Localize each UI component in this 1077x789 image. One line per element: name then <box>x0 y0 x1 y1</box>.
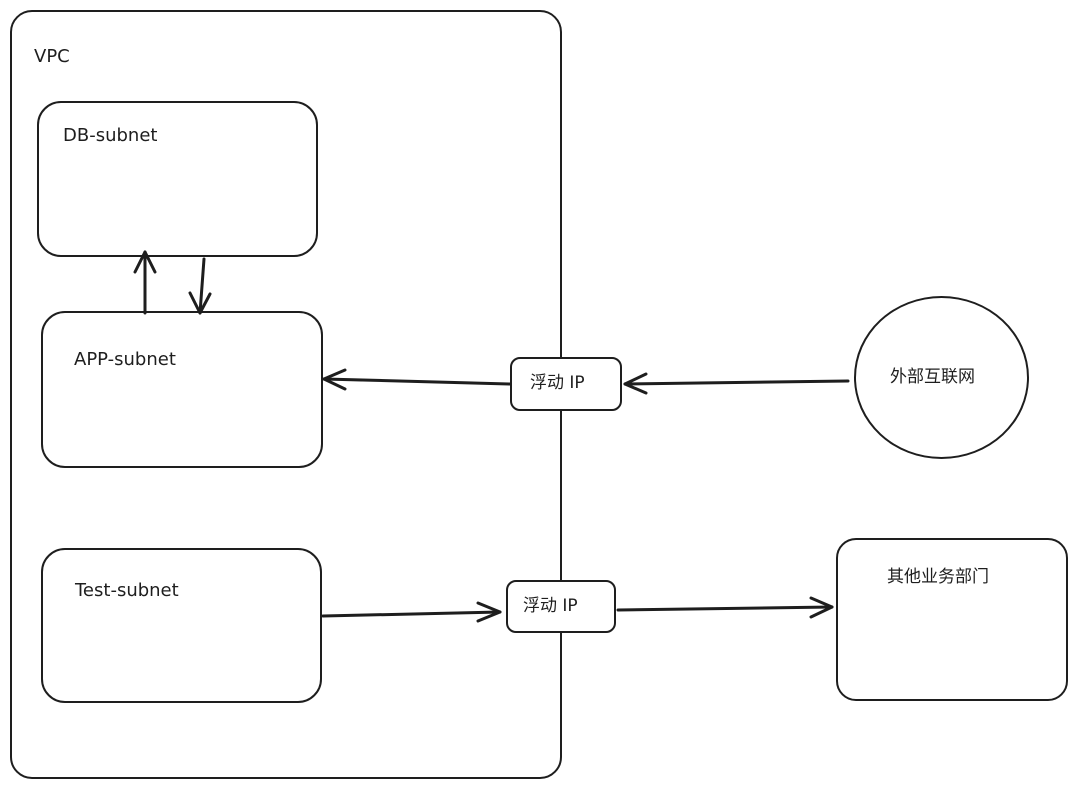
vpc-label: VPC <box>34 46 70 67</box>
floating-ip-to-other-dept-arrowhead <box>809 596 834 619</box>
floating-ip-to-other-dept-arrow <box>616 605 834 612</box>
test-subnet-label: Test-subnet <box>75 580 179 601</box>
internet-to-floating-ip-arrowhead <box>623 372 648 395</box>
internet-node[interactable] <box>854 296 1029 459</box>
floating-ip-bottom-node[interactable] <box>506 580 616 633</box>
app-subnet-node[interactable] <box>41 311 323 468</box>
db-subnet-label: DB-subnet <box>63 125 158 146</box>
db-subnet-node[interactable] <box>37 101 318 257</box>
floating-ip-bottom-label: 浮动 IP <box>523 596 578 616</box>
test-subnet-node[interactable] <box>41 548 322 703</box>
other-department-node[interactable] <box>836 538 1068 701</box>
floating-ip-top-label: 浮动 IP <box>530 373 585 393</box>
other-department-label: 其他业务部门 <box>887 567 989 587</box>
internet-to-floating-ip-arrow <box>623 379 850 386</box>
internet-label: 外部互联网 <box>890 367 975 387</box>
app-subnet-label: APP-subnet <box>74 349 176 370</box>
